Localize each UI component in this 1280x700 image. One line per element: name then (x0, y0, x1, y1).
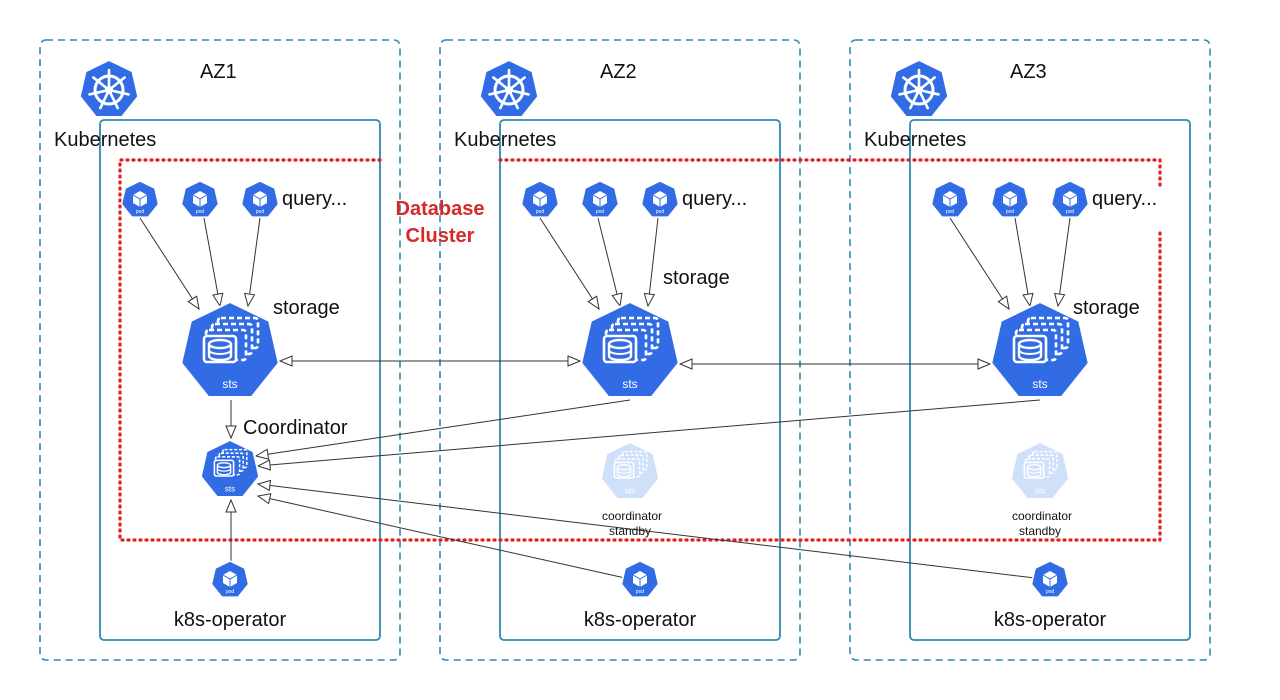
az2-query-label: query... (682, 188, 747, 210)
kubernetes-logo-icon (78, 58, 140, 119)
pod-icon-label: pod (256, 209, 265, 215)
pod-to-storage-arrow (648, 217, 659, 306)
coordinator-standby-sts-icon: sts (599, 440, 661, 501)
az3-kubernetes-box (909, 119, 1191, 641)
pod-to-storage-arrow (1058, 217, 1071, 306)
pod-icon-label: pod (636, 589, 645, 595)
operator-pod-icon: pod (210, 560, 250, 598)
operator-pod-icon: pod (1030, 560, 1070, 598)
pod-icon-label: pod (226, 589, 235, 595)
pod-icon-label: pod (946, 209, 955, 215)
az2-zone-box (439, 39, 801, 661)
az3-standby-label: standby (1019, 524, 1061, 538)
kubernetes-logo-icon (478, 58, 540, 119)
query-pod-icon: pod (520, 180, 560, 218)
query-pod-icon: pod (240, 180, 280, 218)
az1-query-label: query... (282, 188, 347, 210)
az1-operator-label: k8s-operator (174, 609, 287, 631)
az2-operator-label: k8s-operator (584, 609, 697, 631)
pod-icon-label: pod (656, 209, 665, 215)
pod-icon-label: pod (1006, 209, 1015, 215)
az3-storage-label: storage (1073, 297, 1140, 319)
pod-icon-label: pod (536, 209, 545, 215)
storage-to-coordinator-arrow (256, 399, 631, 456)
kubernetes-logo-icon (888, 58, 950, 119)
storage-sts-icon: sts (580, 300, 680, 399)
query-pod-icon: pod (180, 180, 220, 218)
coordinator-standby-sts-icon: sts (1009, 440, 1071, 501)
operator-pod-icon: pod (620, 560, 660, 598)
database-cluster-boundary (118, 158, 1162, 542)
az2-storage-label: storage (663, 267, 730, 289)
sts-icon-label: sts (1035, 487, 1045, 496)
az1-kubernetes-box (99, 119, 381, 641)
sts-icon-label: sts (1032, 377, 1047, 391)
pod-to-storage-arrow (539, 217, 599, 309)
pod-icon-label: pod (136, 209, 145, 215)
operator-to-coordinator-arrow (258, 484, 1036, 579)
az2-title: AZ2 (600, 61, 637, 83)
az3-operator-label: k8s-operator (994, 609, 1107, 631)
query-pod-icon: pod (120, 180, 160, 218)
storage-to-coordinator-arrow (258, 399, 1041, 466)
pod-to-storage-arrow (1014, 217, 1030, 306)
pod-to-storage-arrow (248, 217, 261, 306)
az3-kubernetes-label: Kubernetes (864, 129, 966, 151)
storage-sts-icon: sts (180, 300, 280, 399)
pod-to-storage-arrow (949, 217, 1009, 309)
connection-arrows (139, 217, 1071, 579)
query-pod-icon: pod (580, 180, 620, 218)
pod-to-storage-arrow (597, 217, 620, 306)
query-pod-icon: pod (640, 180, 680, 218)
sts-icon-label: sts (225, 485, 235, 494)
az1-kubernetes-label: Kubernetes (54, 129, 156, 151)
storage-sts-icon: sts (990, 300, 1090, 399)
pod-icon-label: pod (596, 209, 605, 215)
sts-icon-label: sts (222, 377, 237, 391)
query-pod-icon: pod (1050, 180, 1090, 218)
pod-icon-label: pod (196, 209, 205, 215)
az3-query-label: query... (1092, 188, 1157, 210)
database-cluster-title: Database (396, 198, 485, 220)
coordinator-label: Coordinator (243, 417, 348, 439)
sts-icon-label: sts (625, 487, 635, 496)
az3-standby-label: coordinator (1012, 509, 1072, 523)
pod-to-storage-arrow (203, 217, 220, 306)
az2-kubernetes-box (499, 119, 781, 641)
az2-standby-label: coordinator (602, 509, 662, 523)
coordinator-sts-icon: sts (199, 438, 261, 499)
az1-title: AZ1 (200, 61, 237, 83)
az1-zone-box (39, 39, 401, 661)
pod-icon-label: pod (1046, 589, 1055, 595)
pod-icon-label: pod (1066, 209, 1075, 215)
query-pod-icon: pod (930, 180, 970, 218)
az2-kubernetes-label: Kubernetes (454, 129, 556, 151)
az2-standby-label: standby (609, 524, 651, 538)
az3-zone-box (849, 39, 1211, 661)
operator-to-coordinator-arrow (258, 496, 626, 579)
pod-to-storage-arrow (139, 217, 199, 309)
az1-storage-label: storage (273, 297, 340, 319)
az3-title: AZ3 (1010, 61, 1047, 83)
database-cluster-title: Cluster (406, 225, 475, 247)
sts-icon-label: sts (622, 377, 637, 391)
query-pod-icon: pod (990, 180, 1030, 218)
